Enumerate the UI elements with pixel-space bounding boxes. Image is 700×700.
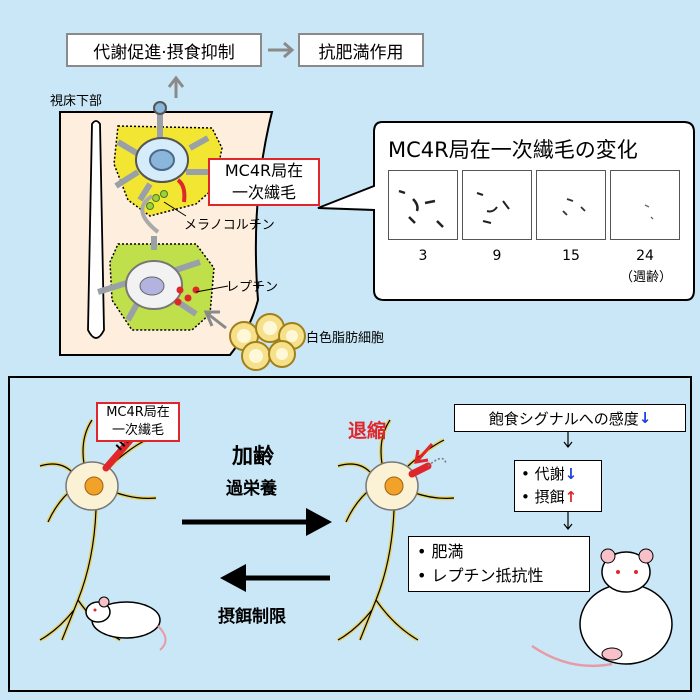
retraction-label: 退縮 <box>348 420 387 442</box>
melanocortin-label: メラノコルチン <box>184 218 275 233</box>
retraction-arrow-icon <box>414 443 434 464</box>
leptin-label: レプチン <box>226 280 279 295</box>
top-cilia-line1: MC4R局在 <box>224 161 304 180</box>
age-unit: （週齢） <box>619 270 672 285</box>
age-3: 3 <box>418 248 428 264</box>
antiobesity-box: 抗肥満作用 <box>298 33 424 67</box>
age-9: 9 <box>492 248 502 264</box>
leptin-dots <box>174 286 200 306</box>
top-cilia-box: MC4R局在 一次繊毛 <box>208 158 320 206</box>
hypothalamus-label: 視床下部 <box>50 94 103 109</box>
cilia-image-9w <box>462 170 532 240</box>
metabolism-box: 代謝促進·摂食抑制 <box>66 33 262 67</box>
age-15: 15 <box>562 248 580 264</box>
primary-cilium <box>176 178 187 203</box>
obese-mouse-icon <box>531 548 673 668</box>
restriction-arrow-icon <box>220 564 246 592</box>
short-cilium <box>408 462 432 478</box>
effect-feeding: • 摂餌 <box>521 488 565 506</box>
bottom-cilia-box: MC4R局在 一次繊毛 <box>96 402 180 442</box>
effects-box: • 代謝↓ • 摂餌↑ <box>514 460 602 512</box>
satiety-box: 飽食シグナルへの感度↓ <box>454 404 686 432</box>
outcomes-box: • 肥満 • レプチン抵抗性 <box>408 536 590 592</box>
aging-arrow-icon <box>306 508 332 536</box>
pomc-neuron <box>97 236 201 322</box>
overnutrition-label: 過栄養 <box>226 479 277 499</box>
bubble-title: MC4R局在一次繊毛の変化 <box>388 138 638 162</box>
fat-label: 白色脂肪細胞 <box>306 331 385 346</box>
aging-label: 加齢 <box>232 444 274 468</box>
top-cilia-line2: 一次繊毛 <box>231 183 296 202</box>
bottom-cilia-line2: 一次繊毛 <box>111 423 164 438</box>
satiety-down-arrow-icon: ↓ <box>638 409 652 427</box>
leptin-arrow-icon <box>203 310 227 330</box>
right-arrow-icon <box>268 41 295 59</box>
bottom-panel <box>8 376 692 692</box>
cilia-image-15w <box>536 170 606 240</box>
restriction-label: 摂餌制限 <box>218 607 286 627</box>
ventricle <box>87 120 105 339</box>
metabolism-down-arrow-icon: ↓ <box>564 465 578 483</box>
up-arrow-icon <box>167 75 185 98</box>
age-24: 24 <box>636 248 654 264</box>
satiety-text: 飽食シグナルへの感度 <box>488 409 639 428</box>
outcome-leptin-resistance: • レプチン抵抗性 <box>417 566 544 585</box>
effect-metabolism: • 代謝 <box>521 465 565 483</box>
mc4r-neuron <box>114 101 212 202</box>
bottom-cilia-line1: MC4R局在 <box>106 405 170 420</box>
outcome-obesity: • 肥満 <box>417 542 464 561</box>
feeding-up-arrow-icon: ↑ <box>564 488 578 506</box>
cilia-image-24w <box>610 170 680 240</box>
lean-mouse-icon <box>85 596 167 651</box>
cilia-image-3w <box>388 170 458 240</box>
